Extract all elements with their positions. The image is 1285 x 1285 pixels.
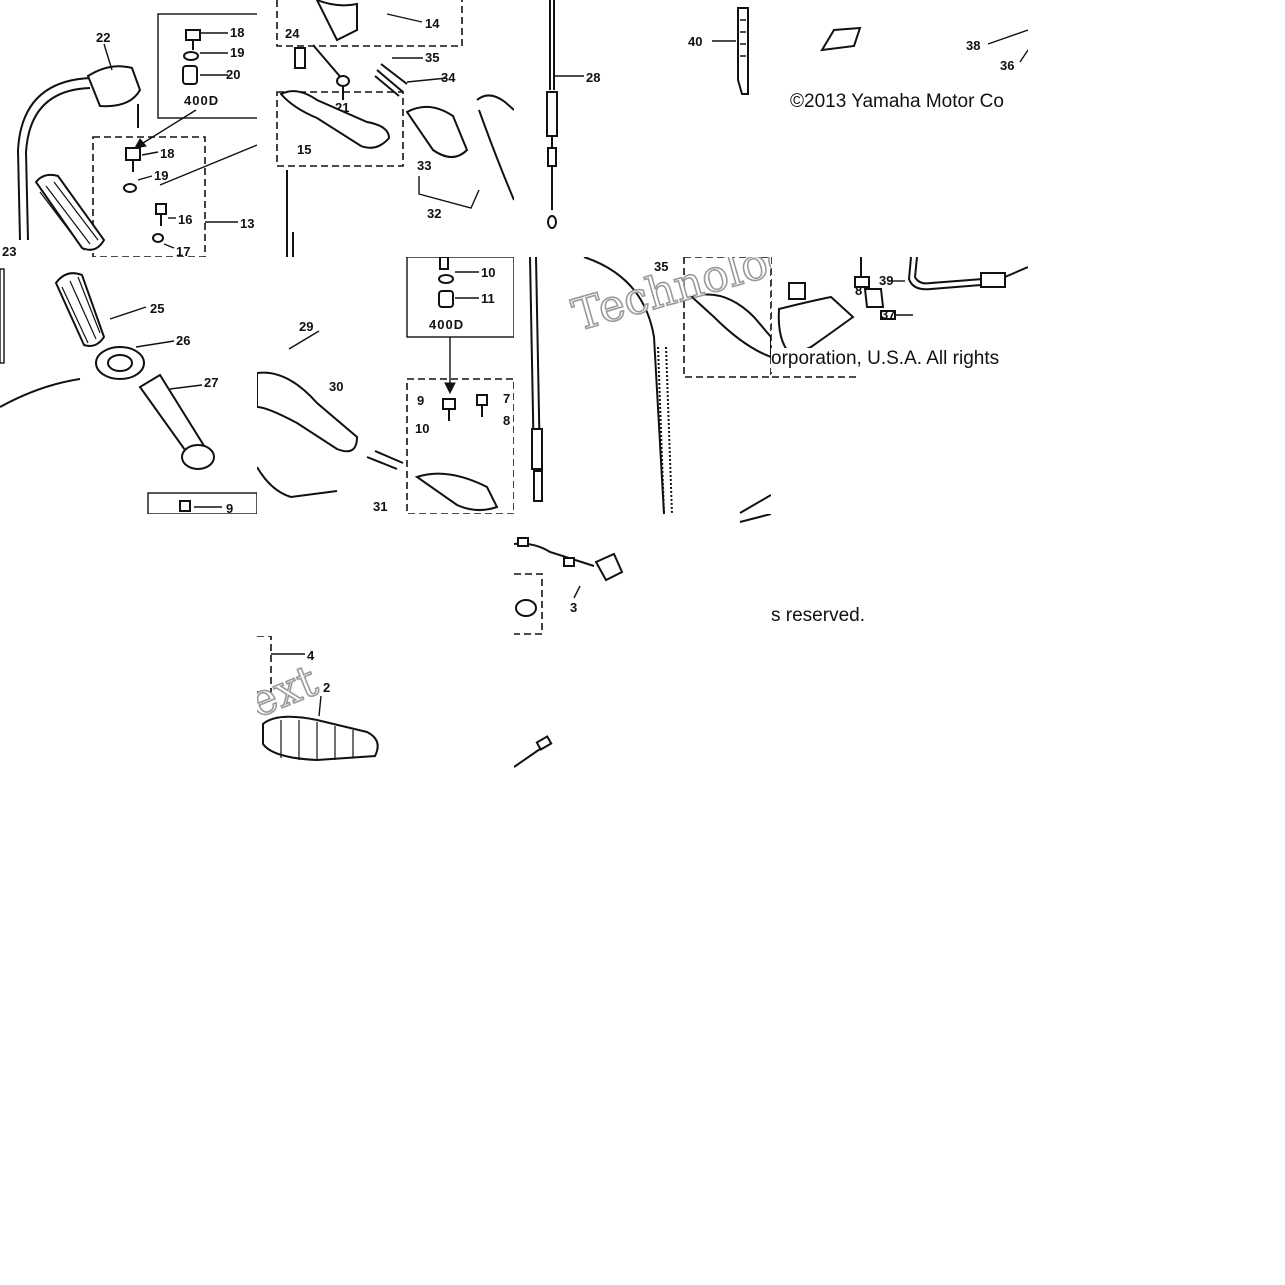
cable-drawing: 28 40 38 36 (546, 0, 1028, 229)
callout-35: 35 (425, 50, 439, 65)
callout-31: 31 (373, 499, 387, 514)
throttle-housing (86, 65, 142, 108)
callout-22: 22 (96, 30, 110, 45)
throttle-housing-drawing: 18 19 20 400D 22 18 19 16 17 13 (2, 13, 257, 257)
callout-14: 14 (425, 16, 440, 31)
tile-brake-assembly: 10 11 400D 29 30 31 9 7 8 10 (257, 257, 514, 514)
callout-33: 33 (417, 158, 431, 173)
callout-2: 2 (323, 680, 330, 695)
callout-35b: 35 (654, 259, 668, 274)
hose-fitting (980, 272, 1006, 288)
bolt-box-top (406, 257, 514, 338)
cable-cover (257, 371, 359, 453)
callout-40: 40 (688, 34, 702, 49)
left-grip (262, 715, 379, 762)
callout-10b: 10 (415, 421, 429, 436)
grip-parts-drawing: 25 26 27 9 (0, 268, 257, 514)
callout-32: 32 (427, 206, 441, 221)
callout-8: 8 (503, 413, 510, 428)
callout-16: 16 (178, 212, 192, 227)
clutch-lever (279, 90, 391, 149)
callout-13: 13 (240, 216, 254, 231)
tile-cable-end (514, 727, 554, 771)
lever-box (276, 91, 404, 167)
callout-17: 17 (176, 244, 190, 257)
callout-9: 9 (417, 393, 424, 408)
callout-36: 36 (1000, 58, 1014, 73)
tile-left-grip: 4 ext 2 (257, 636, 385, 771)
callout-4: 4 (307, 648, 315, 663)
brake-hose (583, 257, 665, 514)
bolt-box (157, 13, 257, 119)
callout-10: 10 (481, 265, 495, 280)
brake-switch (594, 552, 624, 582)
callout-34: 34 (441, 70, 456, 85)
callout-7: 7 (503, 391, 510, 406)
callout-29: 29 (299, 319, 313, 334)
callout-39: 39 (879, 273, 893, 288)
copyright-line-3: s reserved. (771, 605, 891, 629)
callout-8b: 8 (855, 283, 862, 298)
grip-left (34, 173, 106, 251)
tile-cables-top: 28 40 38 36 (514, 0, 1028, 257)
callout-28: 28 (586, 70, 600, 85)
callout-27: 27 (204, 375, 218, 390)
lever-bracket-drawing: 14 24 21 35 34 15 33 32 (276, 0, 514, 257)
callout-37: 37 (881, 307, 895, 322)
assembly-code-a: 400D (184, 93, 219, 108)
copyright-line-1: ©2013 Yamaha Motor Co (790, 91, 1028, 115)
brake-cable-drawing: 35 Technologi (529, 257, 771, 514)
band-clip (820, 26, 862, 52)
bolt-box-lower (92, 136, 206, 257)
callout-23: 23 (2, 244, 16, 257)
callout-15: 15 (297, 142, 311, 157)
callout-19b: 19 (154, 168, 168, 183)
copyright-line-2: orporation, U.S.A. All rights (771, 348, 1028, 372)
grip-rubber (54, 272, 106, 347)
cable-end-drawing (514, 735, 553, 768)
front-lever-drawing: 6 8 39 37 (771, 257, 1028, 378)
assembly-code-b: 400D (429, 317, 464, 332)
callout-20: 20 (226, 67, 240, 82)
tile-throttle-housing: 18 19 20 400D 22 18 19 16 17 13 (0, 0, 257, 257)
tile-lever-bracket: 14 24 21 35 34 15 33 32 (257, 0, 514, 257)
callout-38: 38 (966, 38, 980, 53)
callout-3: 3 (570, 600, 577, 615)
callout-24: 24 (285, 26, 300, 41)
cable-tie (737, 7, 749, 95)
front-lever (777, 295, 855, 357)
callout-30: 30 (329, 379, 343, 394)
callout-19: 19 (230, 45, 244, 60)
callout-18b: 18 (160, 146, 174, 161)
grip-right (405, 105, 469, 158)
switch-body (863, 288, 885, 308)
callout-18: 18 (230, 25, 244, 40)
switch-drawing: 3 (514, 514, 771, 635)
tile-brake-cable: 35 Technologi (514, 257, 771, 514)
tile-grip-parts: 25 26 27 9 (0, 257, 257, 514)
tile-switch: 3 (514, 514, 771, 639)
callout-25: 25 (150, 301, 164, 316)
cable-adjuster (546, 91, 558, 137)
brake-assembly-drawing: 10 11 400D 29 30 31 9 7 8 10 (257, 257, 514, 514)
left-grip-drawing: 4 ext 2 (257, 636, 379, 762)
brake-lever-bracket (414, 472, 499, 511)
callout-9b: 9 (226, 501, 233, 514)
callout-26: 26 (176, 333, 190, 348)
callout-11: 11 (481, 291, 495, 306)
